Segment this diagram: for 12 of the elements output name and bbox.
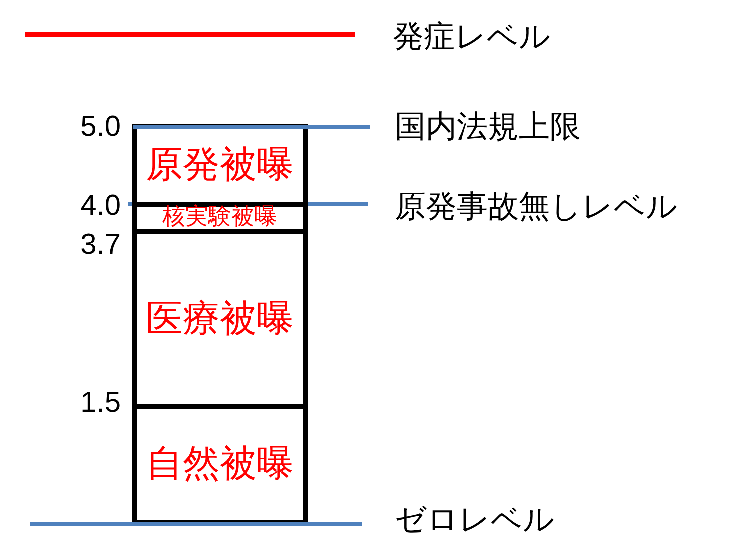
level-label: 発症レベル — [393, 19, 551, 57]
segment-label: 自然被曝 — [146, 444, 294, 485]
scale-value: 1.5 — [80, 386, 121, 420]
scale-value: 5.0 — [80, 110, 121, 144]
level-label: 原発事故無しレベル — [395, 189, 678, 227]
scale-value: 3.7 — [80, 228, 121, 262]
level-label: 国内法規上限 — [395, 109, 581, 147]
level-label: ゼロレベル — [395, 502, 555, 540]
segment-label: 原発被曝 — [146, 145, 294, 186]
segment-label: 核実験被曝 — [162, 205, 278, 231]
scale-value: 4.0 — [80, 188, 121, 224]
segment-label: 医療被曝 — [146, 298, 294, 340]
